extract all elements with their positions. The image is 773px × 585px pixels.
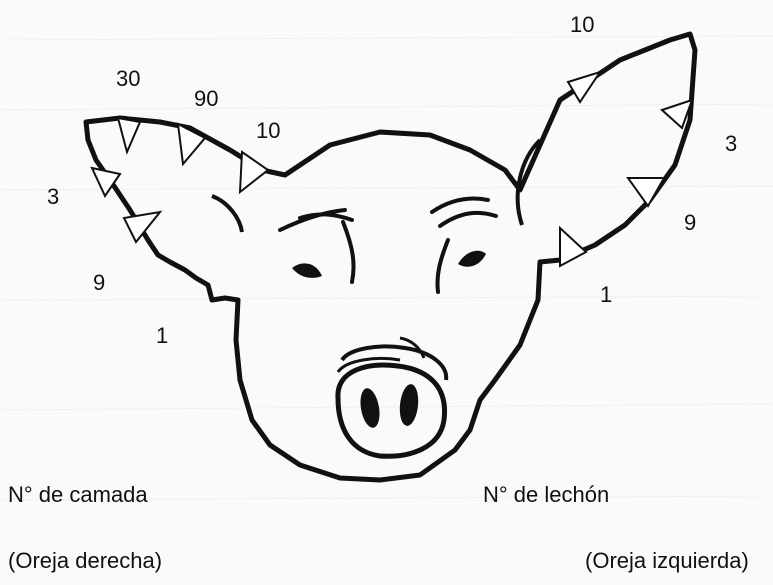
ear-notch-marker [568, 72, 600, 102]
piglet-number-caption: N° de lechón [483, 482, 609, 508]
litter-number-caption: N° de camada [8, 482, 148, 508]
left-ear-caption: (Oreja izquierda) [585, 548, 749, 574]
right-ear-number-3: 3 [47, 184, 59, 209]
ear-notch-marker [560, 228, 586, 266]
ear-notch-marker [118, 118, 140, 152]
right-ear-number-30: 30 [116, 66, 140, 91]
right-ear-number-1: 1 [156, 323, 168, 348]
right-ear-number-10: 10 [256, 118, 280, 143]
background-texture [0, 36, 773, 500]
left-eye [458, 251, 486, 267]
left-ear-number-9: 9 [684, 210, 696, 235]
ear-notch-marker [124, 212, 160, 242]
left-ear-number-3: 3 [725, 131, 737, 156]
pig-head-outline [86, 34, 695, 480]
right-inner-ear [212, 196, 242, 232]
snout-disc [338, 365, 445, 456]
ear-notch-marker [240, 152, 268, 192]
right-ear-number-9: 9 [93, 270, 105, 295]
right-ear-number-90: 90 [194, 86, 218, 111]
right-nostril [358, 387, 383, 430]
right-eye [292, 263, 322, 278]
right-ear-caption: (Oreja derecha) [8, 548, 162, 574]
left-ear-number-10: 10 [570, 12, 594, 37]
ear-notch-marker [178, 124, 205, 164]
left-nostril [398, 383, 420, 427]
face-wrinkles [280, 199, 496, 293]
left-ear-number-1: 1 [600, 282, 612, 307]
snout [338, 338, 446, 456]
